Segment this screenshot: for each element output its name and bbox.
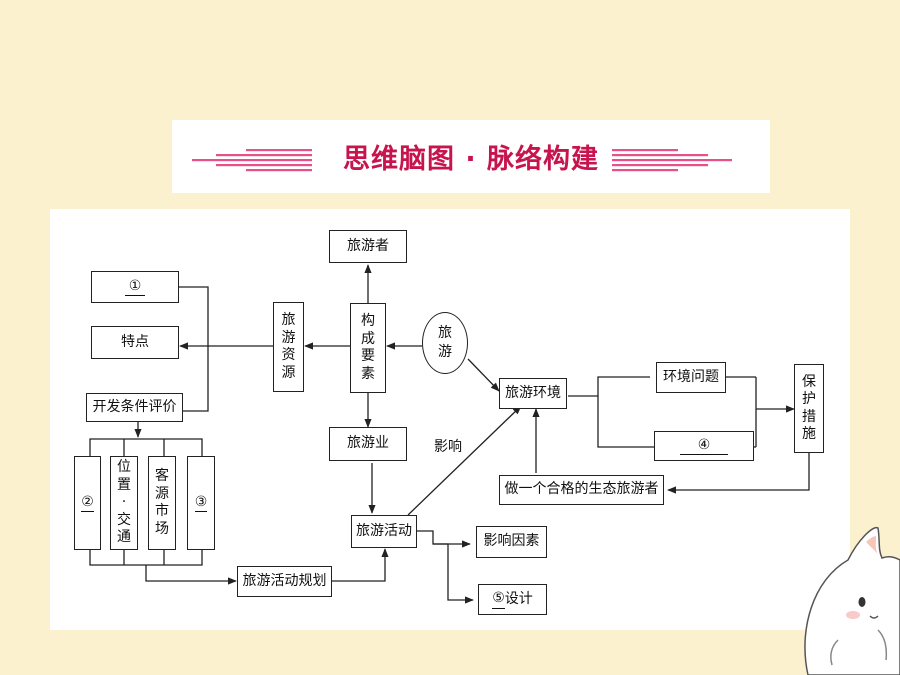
title-stripe-left [216,164,312,167]
node-resources: 旅 游 资 源 [273,302,304,392]
node-activity: 旅游活动 [351,515,417,548]
connector-lines [89,264,810,604]
node-dev-eval: 开发条件评价 [86,393,183,422]
node-market: 客 源 市 场 [148,456,176,550]
node-composition: 构 成 要 素 [350,303,386,393]
node-eco-tourist: 做一个合格的生态旅游者 [499,475,664,505]
title-stripe-right [612,149,678,152]
node-factors: 影响因素 [476,526,547,558]
cartoon-cat-decoration [804,526,900,675]
node-protect: 保 护 措 施 [794,364,824,453]
node-blank-2: ② [74,456,101,550]
label-influence: 影响 [434,439,462,455]
title-stripe-right [612,169,678,172]
node-environment: 旅游环境 [499,378,567,409]
node-planning: 旅游活动规划 [237,566,332,597]
node-tourism-circle: 旅 游 [422,312,468,374]
node-blank-4: ④ [654,431,754,461]
title-stripe-left [246,149,312,152]
node-tourist: 旅游者 [329,230,407,263]
node-blank-1: ① [91,271,179,303]
mind-map-diagram: 旅游者 构 成 要 素 旅 游 旅 游 资 源 ① 特点 开发条件评价 ② 位 … [50,209,850,630]
node-blank-3: ③ [187,456,215,550]
node-env-problem: 环境问题 [656,362,726,393]
title-stripe-right [612,159,732,162]
node-location: 位 置 · 交 通 [110,456,138,550]
title-stripe-left [192,159,312,162]
title-stripes [192,149,732,172]
title-stripe-left [246,169,312,172]
title-stripe-right [612,164,708,167]
title-stripe-left [216,154,312,157]
title-banner: 思维脑图 · 脉络构建 [172,120,770,193]
node-features: 特点 [91,326,179,359]
node-industry: 旅游业 [329,427,407,461]
title-stripe-right [612,154,708,157]
page-title: 思维脑图 · 脉络构建 [342,144,600,175]
